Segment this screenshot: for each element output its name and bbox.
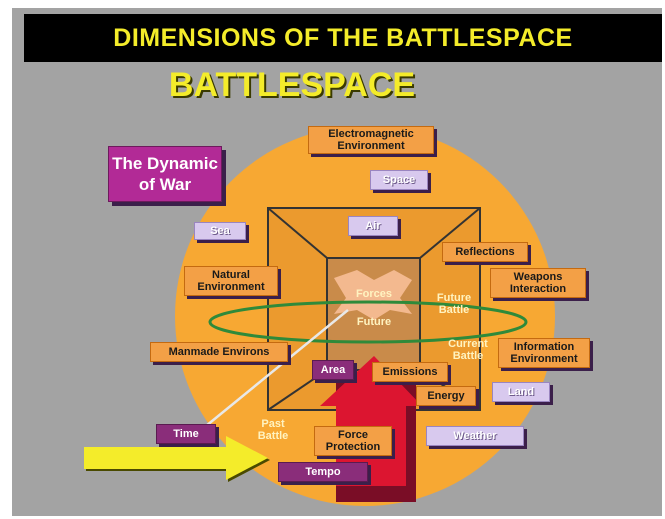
past-battle-label: Past Battle — [252, 418, 294, 442]
space-label: Space — [370, 170, 428, 190]
future-battle-label: Future Battle — [430, 292, 478, 316]
future-label: Future — [348, 316, 400, 328]
weapons-interaction-label: Weapons Interaction — [490, 268, 586, 298]
sea-label: Sea — [194, 222, 246, 240]
time-label: Time — [156, 424, 216, 444]
force-protection-label: Force Protection — [314, 426, 392, 456]
electromagnetic-environment-label: Electromagnetic Environment — [308, 126, 434, 154]
reflections-label: Reflections — [442, 242, 528, 262]
weather-label: Weather — [426, 426, 524, 446]
forces-label: Forces — [352, 288, 396, 300]
dynamic-of-war-label: The Dynamic of War — [108, 146, 222, 202]
manmade-environs-label: Manmade Environs — [150, 342, 288, 362]
current-battle-label: Current Battle — [442, 338, 494, 362]
natural-environment-label: Natural Environment — [184, 266, 278, 296]
slide: DIMENSIONS OF THE BATTLESPACE BATTLESPAC… — [12, 8, 662, 516]
area-label: Area — [312, 360, 354, 380]
emissions-label: Emissions — [372, 362, 448, 382]
land-label: Land — [492, 382, 550, 402]
energy-label: Energy — [416, 386, 476, 406]
air-label: Air — [348, 216, 398, 236]
information-environment-label: Information Environment — [498, 338, 590, 368]
tempo-label: Tempo — [278, 462, 368, 482]
